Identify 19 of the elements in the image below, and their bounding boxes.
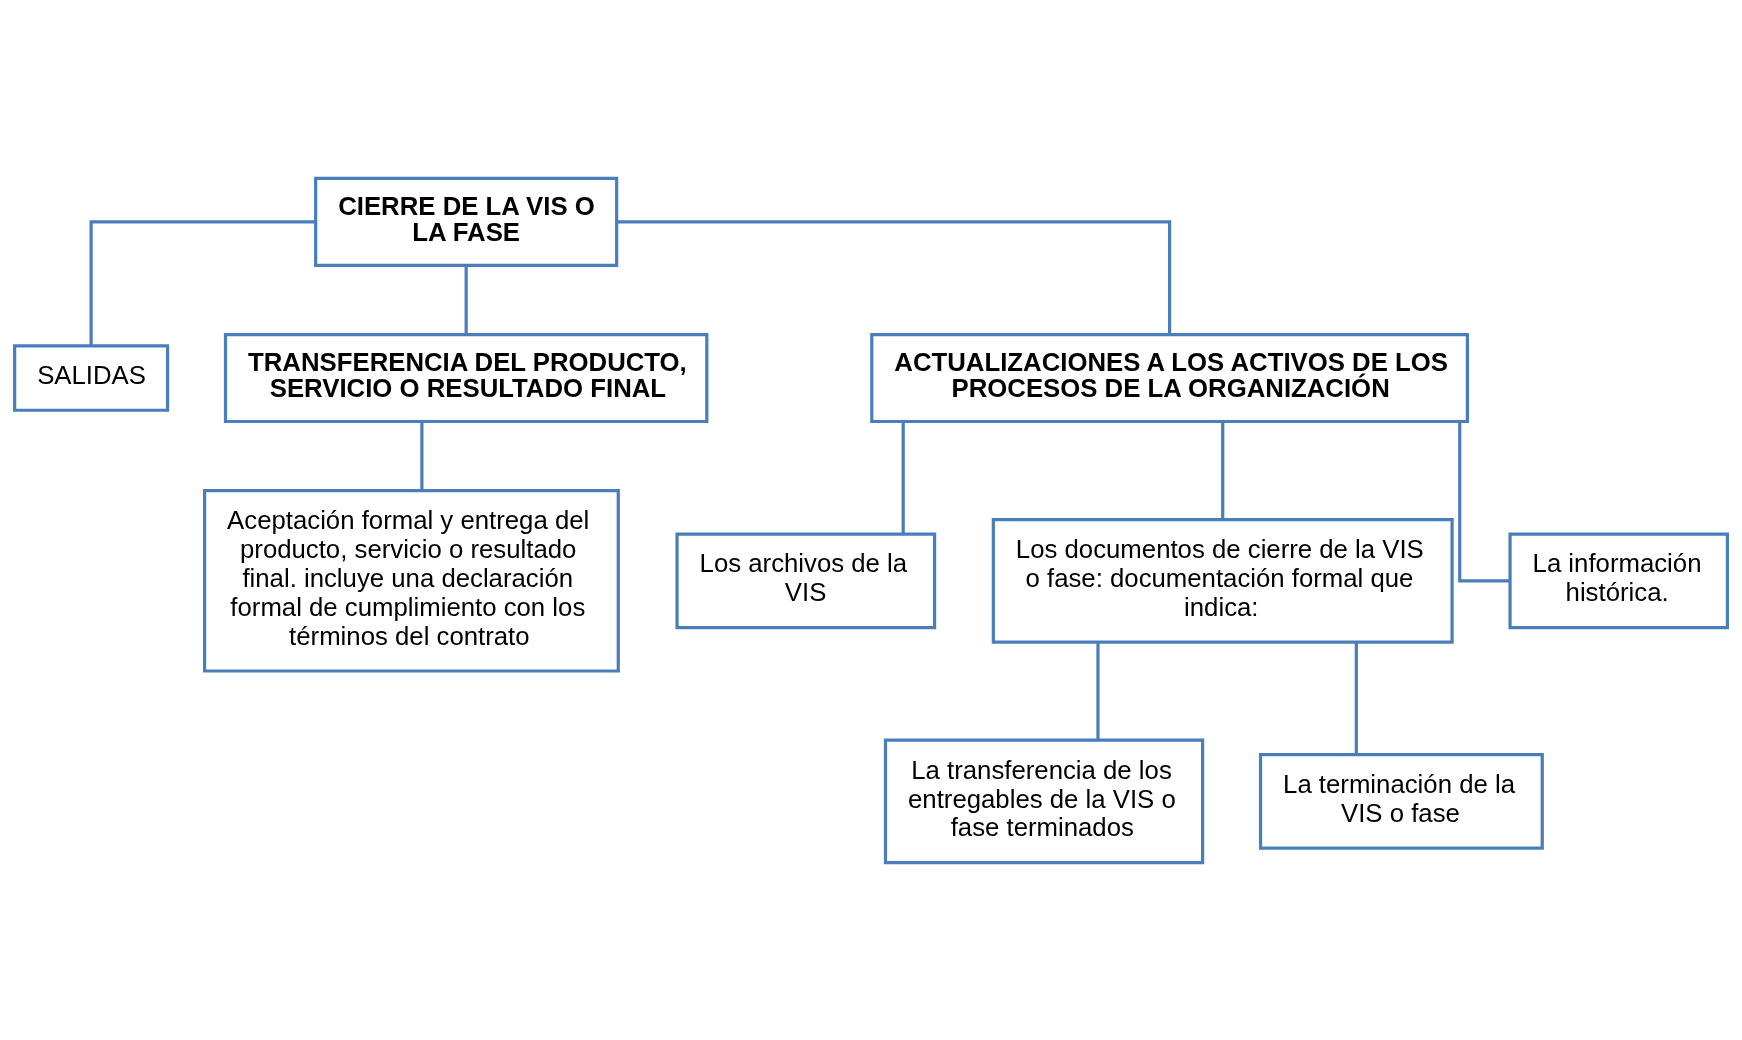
node-box: Aceptación formal y entrega del producto, servicio o resultado final. incluye una declaración formal de cumplimiento con los términos del contrato [202, 488, 620, 673]
node-box: La terminación de la VIS o fase [1258, 752, 1544, 850]
node-box: ACTUALIZACIONES A LOS ACTIVOS DE LOS PROCESOS DE LA ORGANIZACIÓN [870, 332, 1469, 423]
connector [901, 421, 905, 534]
node-box: Los archivos de la VIS [675, 532, 937, 629]
node-box: La información histórica. [1508, 532, 1729, 629]
node-box: TRANSFERENCIA DEL PRODUCTO, SERVICIO O RESULTADO FINAL [223, 332, 709, 423]
node-box: SALIDAS [13, 343, 170, 412]
connector [617, 219, 1172, 335]
connector [1354, 641, 1358, 754]
node-box: Los documentos de cierre de la VIS o fase: documentación formal que indica: [991, 517, 1454, 644]
connector [1221, 421, 1225, 519]
connector [89, 219, 316, 346]
connector [1096, 641, 1100, 740]
node-box: La transferencia de los entregables de la VIS o fase terminados [883, 738, 1205, 864]
connector [464, 264, 468, 334]
connector [1458, 421, 1511, 582]
node-box: CIERRE DE LA VIS O LA FASE [314, 176, 619, 267]
connector [420, 421, 424, 490]
